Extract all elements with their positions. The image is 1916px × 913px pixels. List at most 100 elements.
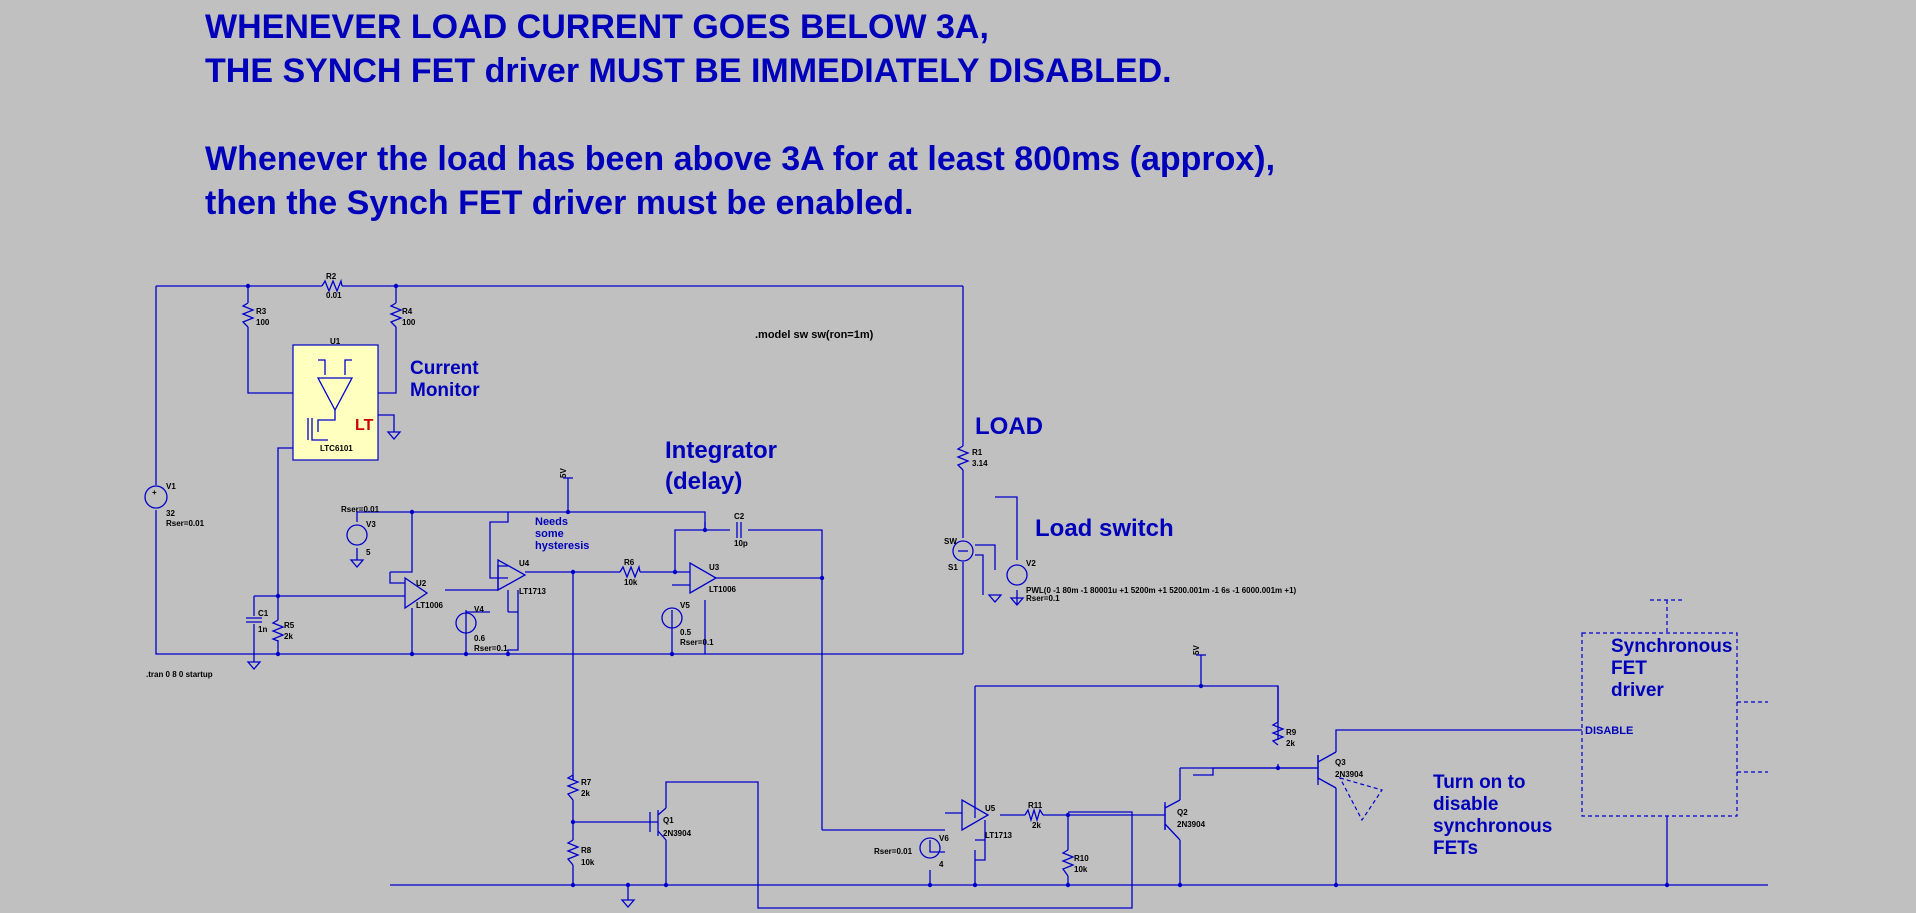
comparator-u4[interactable]: U4 LT1713 (497, 558, 547, 596)
sync-fet-label-2: FET (1611, 658, 1647, 679)
u3-part: LT1006 (709, 585, 737, 594)
v2-rser: Rser=0.1 (1026, 594, 1060, 603)
transistor-q3[interactable]: Q3 2N3904 (1317, 751, 1383, 822)
voltage-source-v1[interactable]: + V1 32 Rser=0.01 (144, 482, 205, 528)
resistor-r5[interactable]: R5 2k (271, 619, 295, 642)
resistor-r1[interactable]: R1 3.14 (956, 445, 988, 471)
r9-value: 2k (1286, 739, 1295, 748)
resistor-r3[interactable]: R3 100 (241, 302, 270, 328)
u3-name: U3 (709, 563, 720, 572)
voltage-source-v6[interactable]: Rser=0.01 V6 4 (874, 834, 949, 869)
v6-rser: Rser=0.01 (874, 847, 913, 856)
transistor-q1[interactable]: Q1 2N3904 (657, 807, 692, 841)
transistor-q2[interactable]: Q2 2N3904 (1164, 799, 1206, 841)
resistor-r7[interactable]: R7 2k (566, 774, 592, 801)
q2-part: 2N3904 (1177, 820, 1206, 829)
v5-name: V5 (680, 601, 690, 610)
resistor-r10[interactable]: R10 10k (1061, 849, 1089, 877)
resistor-r11[interactable]: R11 2k (1024, 801, 1044, 830)
v6-name: V6 (939, 834, 949, 843)
upper-wiring (155, 285, 1018, 830)
q2-name: Q2 (1177, 808, 1188, 817)
r2-name: R2 (326, 272, 337, 281)
v3-rser: Rser=0.01 (341, 505, 380, 514)
c2-name: C2 (734, 512, 745, 521)
u1-part: LTC6101 (320, 444, 353, 453)
voltage-source-v5[interactable]: V5 0.5 Rser=0.1 (661, 601, 714, 647)
q1-part: 2N3904 (663, 829, 692, 838)
net-5v-label-1: 5V (559, 468, 568, 478)
v5-value: 0.5 (680, 628, 692, 637)
c2-value: 10p (734, 539, 748, 548)
voltage-source-v2[interactable]: V2 Rser=0.1 (1006, 559, 1060, 603)
net-5v-label-2: 5V (1192, 645, 1201, 655)
r8-name: R8 (581, 846, 592, 855)
v4-rser: Rser=0.1 (474, 644, 508, 653)
r3-value: 100 (256, 318, 270, 327)
capacitor-c1[interactable]: C1 1n (246, 609, 269, 634)
q3-part: 2N3904 (1335, 770, 1364, 779)
load-switch-label: Load switch (1035, 515, 1174, 542)
turn-on-label-3: synchronous (1433, 816, 1552, 837)
r1-value: 3.14 (972, 459, 988, 468)
v1-plus-icon: + (152, 488, 157, 497)
voltage-source-v4[interactable]: V4 0.6 Rser=0.1 (455, 605, 508, 653)
integrator-label-2: (delay) (665, 468, 742, 495)
v1-name: V1 (166, 482, 176, 491)
resistor-r2[interactable]: R2 0.01 (321, 272, 343, 300)
r1-name: R1 (972, 448, 983, 457)
u1-name: U1 (330, 337, 341, 346)
spice-directives: .model sw sw(ron=1m) .tran 0 8 0 startup… (146, 329, 1297, 679)
r7-name: R7 (581, 778, 592, 787)
switch-s1[interactable]: SW S1 (944, 537, 974, 572)
u2-part: LT1006 (416, 601, 444, 610)
r3-name: R3 (256, 307, 267, 316)
c1-value: 1n (258, 625, 267, 634)
net-labels: 5V 5V (559, 468, 1206, 656)
r7-value: 2k (581, 789, 590, 798)
heading: WHENEVER LOAD CURRENT GOES BELOW 3A, THE… (205, 8, 1275, 222)
junction-dots (245, 283, 1670, 888)
pwl-directive: PWL(0 -1 80m -1 80001u +1 5200m +1 5200.… (1026, 586, 1297, 595)
needs-label-3: hysteresis (535, 540, 589, 552)
turn-on-label-1: Turn on to (1433, 772, 1526, 793)
v3-value: 5 (366, 548, 371, 557)
voltage-source-v3[interactable]: Rser=0.01 V3 5 (341, 505, 380, 557)
ic-u1-ltc6101[interactable]: LT U1 LTC6101 (292, 337, 379, 461)
v4-name: V4 (474, 605, 484, 614)
resistor-r6[interactable]: R6 10k (619, 558, 641, 587)
r11-value: 2k (1032, 821, 1041, 830)
comparator-u5[interactable]: U5 LT1713 (961, 798, 1013, 840)
opamp-u2[interactable]: U2 LT1006 (404, 576, 444, 610)
r5-value: 2k (284, 632, 293, 641)
current-monitor-label-1: Current (410, 358, 479, 379)
resistor-r9[interactable]: R9 2k (1271, 721, 1297, 748)
opamp-u3[interactable]: U3 LT1006 (689, 561, 737, 595)
r6-name: R6 (624, 558, 635, 567)
u4-part: LT1713 (519, 587, 547, 596)
resistor-r4[interactable]: R4 100 (389, 302, 416, 328)
u2-name: U2 (416, 579, 427, 588)
v5-rser: Rser=0.1 (680, 638, 714, 647)
ground-symbols (246, 431, 1025, 908)
heading-line-4: then the Synch FET driver must be enable… (205, 184, 913, 222)
model-directive: .model sw sw(ron=1m) (755, 329, 874, 341)
tran-directive: .tran 0 8 0 startup (146, 670, 213, 679)
u5-name: U5 (985, 804, 996, 813)
q1-name: Q1 (663, 816, 674, 825)
needs-label-2: some (535, 528, 564, 540)
v1-rser: Rser=0.01 (166, 519, 205, 528)
r6-value: 10k (624, 578, 638, 587)
c1-name: C1 (258, 609, 269, 618)
current-monitor-label-2: Monitor (410, 380, 480, 401)
turn-on-label-2: disable (1433, 794, 1498, 815)
capacitor-c2[interactable]: C2 10p (734, 512, 748, 548)
s1-name: S1 (948, 563, 958, 572)
v6-value: 4 (939, 860, 944, 869)
r8-value: 10k (581, 858, 595, 867)
v3-name: V3 (366, 520, 376, 529)
resistor-r8[interactable]: R8 10k (566, 839, 595, 867)
v2-name: V2 (1026, 559, 1036, 568)
r4-name: R4 (402, 307, 413, 316)
